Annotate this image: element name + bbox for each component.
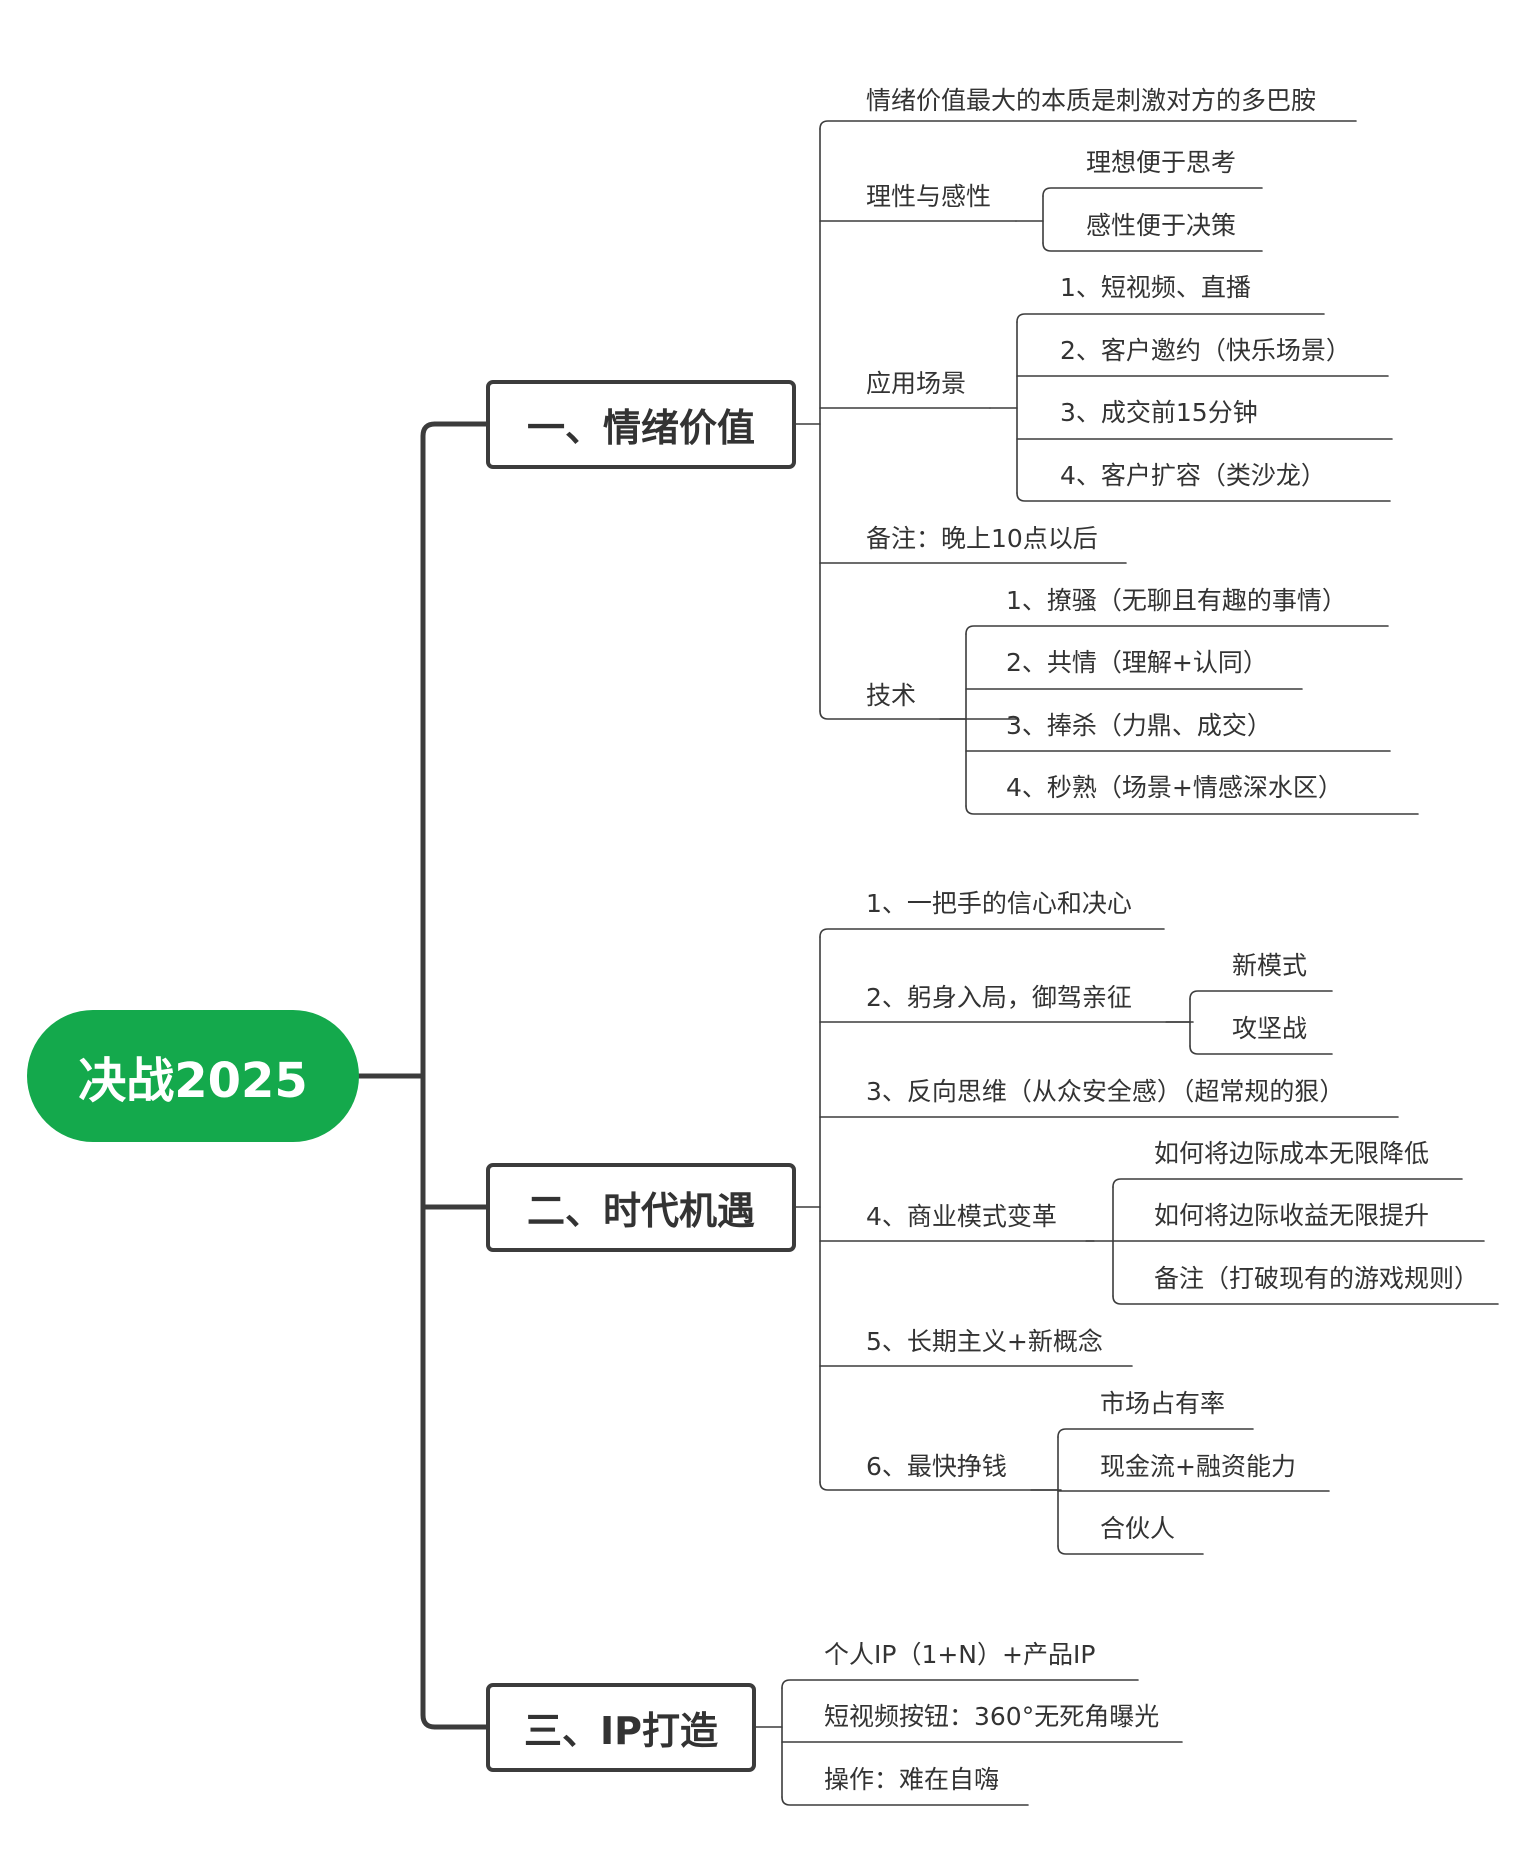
subtopic-marginal-revenue[interactable]: 如何将边际收益无限提升 [1154, 1201, 1430, 1230]
topic-personal-ip[interactable]: 个人IP（1+N）+产品IP [824, 1640, 1096, 1669]
trunk-line [420, 421, 438, 1730]
topic-personal-involvement[interactable]: 2、躬身入局，御驾亲征 [866, 983, 1132, 1012]
topic-operation[interactable]: 操作：难在自嗨 [824, 1765, 1000, 1794]
branch-node-era-opportunity[interactable]: 二、时代机遇 [486, 1163, 796, 1252]
topic-rational-emotional[interactable]: 理性与感性 [866, 182, 992, 211]
subtopic-invitation[interactable]: 2、客户邀约（快乐场景） [1060, 336, 1351, 365]
subtopic-deciding[interactable]: 感性便于决策 [1086, 211, 1237, 240]
topic-business-model[interactable]: 4、商业模式变革 [866, 1202, 1057, 1231]
subtopic-market-share[interactable]: 市场占有率 [1100, 1389, 1226, 1418]
topic-techniques[interactable]: 技术 [866, 681, 917, 710]
subtopic-empathy[interactable]: 2、共情（理解+认同） [1006, 648, 1268, 677]
subtopic-flirt[interactable]: 1、撩骚（无聊且有趣的事情） [1006, 586, 1347, 615]
subtopic-marginal-cost[interactable]: 如何将边际成本无限降低 [1154, 1139, 1430, 1168]
topic-scenarios[interactable]: 应用场景 [866, 369, 967, 398]
scenario-bracket-child-0 [1016, 313, 1325, 323]
subtopic-partner[interactable]: 合伙人 [1100, 1514, 1176, 1543]
subtopic-short-video[interactable]: 1、短视频、直播 [1060, 273, 1251, 302]
subtopic-thinking[interactable]: 理想便于思考 [1086, 148, 1237, 177]
branch-1-bracket-child-4 [819, 710, 1018, 720]
topic-reverse-thinking[interactable]: 3、反向思维（从众安全感）（超常规的狠） [866, 1077, 1345, 1106]
topic-note-evening[interactable]: 备注：晚上10点以后 [866, 524, 1098, 553]
branch-3-bracket-child-0 [781, 1679, 1139, 1689]
subtopic-flattery[interactable]: 3、捧杀（力鼎、成交） [1006, 711, 1272, 740]
topic-long-term[interactable]: 5、长期主义+新概念 [866, 1327, 1103, 1356]
branch-2-bracket-child-5 [819, 1481, 1062, 1491]
branch-node-ip-building[interactable]: 三、IP打造 [486, 1683, 756, 1772]
subtopic-new-mode[interactable]: 新模式 [1232, 951, 1308, 980]
subtopic-instant-familiar[interactable]: 4、秒熟（场景+情感深水区） [1006, 773, 1343, 802]
rational-bracket-child-0 [1042, 187, 1263, 197]
personal-bracket-child-1 [1189, 1045, 1333, 1055]
branch-1-bracket-child-0 [819, 120, 1357, 130]
business-bracket-child-2 [1112, 1295, 1499, 1305]
subtopic-tough-battle[interactable]: 攻坚战 [1232, 1014, 1308, 1043]
subtopic-cash-flow[interactable]: 现金流+融资能力 [1100, 1452, 1296, 1481]
personal-bracket-child-0 [1189, 990, 1333, 1000]
subtopic-expansion[interactable]: 4、客户扩容（类沙龙） [1060, 461, 1326, 490]
branch-3-bracket-child-2 [781, 1796, 1029, 1806]
root-node[interactable]: 决战2025 [27, 1010, 359, 1142]
subtopic-pre-deal[interactable]: 3、成交前15分钟 [1060, 398, 1258, 427]
money-bracket-child-2 [1057, 1545, 1204, 1555]
branch-node-emotional-value[interactable]: 一、情绪价值 [486, 380, 796, 469]
business-bracket-child-0 [1112, 1178, 1463, 1188]
topic-fastest-money[interactable]: 6、最快挣钱 [866, 1452, 1007, 1481]
scenario-bracket-child-3 [1016, 492, 1391, 502]
topic-dopamine[interactable]: 情绪价值最大的本质是刺激对方的多巴胺 [866, 86, 1317, 115]
rational-bracket-child-1 [1042, 242, 1263, 252]
topic-leader-confidence[interactable]: 1、一把手的信心和决心 [866, 889, 1132, 918]
subtopic-break-rules[interactable]: 备注（打破现有的游戏规则） [1154, 1264, 1480, 1293]
technique-bracket-child-0 [965, 625, 1389, 635]
money-bracket-child-0 [1057, 1428, 1254, 1438]
topic-short-video-button[interactable]: 短视频按钮：360°无死角曝光 [824, 1702, 1160, 1731]
branch-2-bracket-child-0 [819, 928, 1165, 938]
technique-bracket-child-3 [965, 805, 1419, 815]
